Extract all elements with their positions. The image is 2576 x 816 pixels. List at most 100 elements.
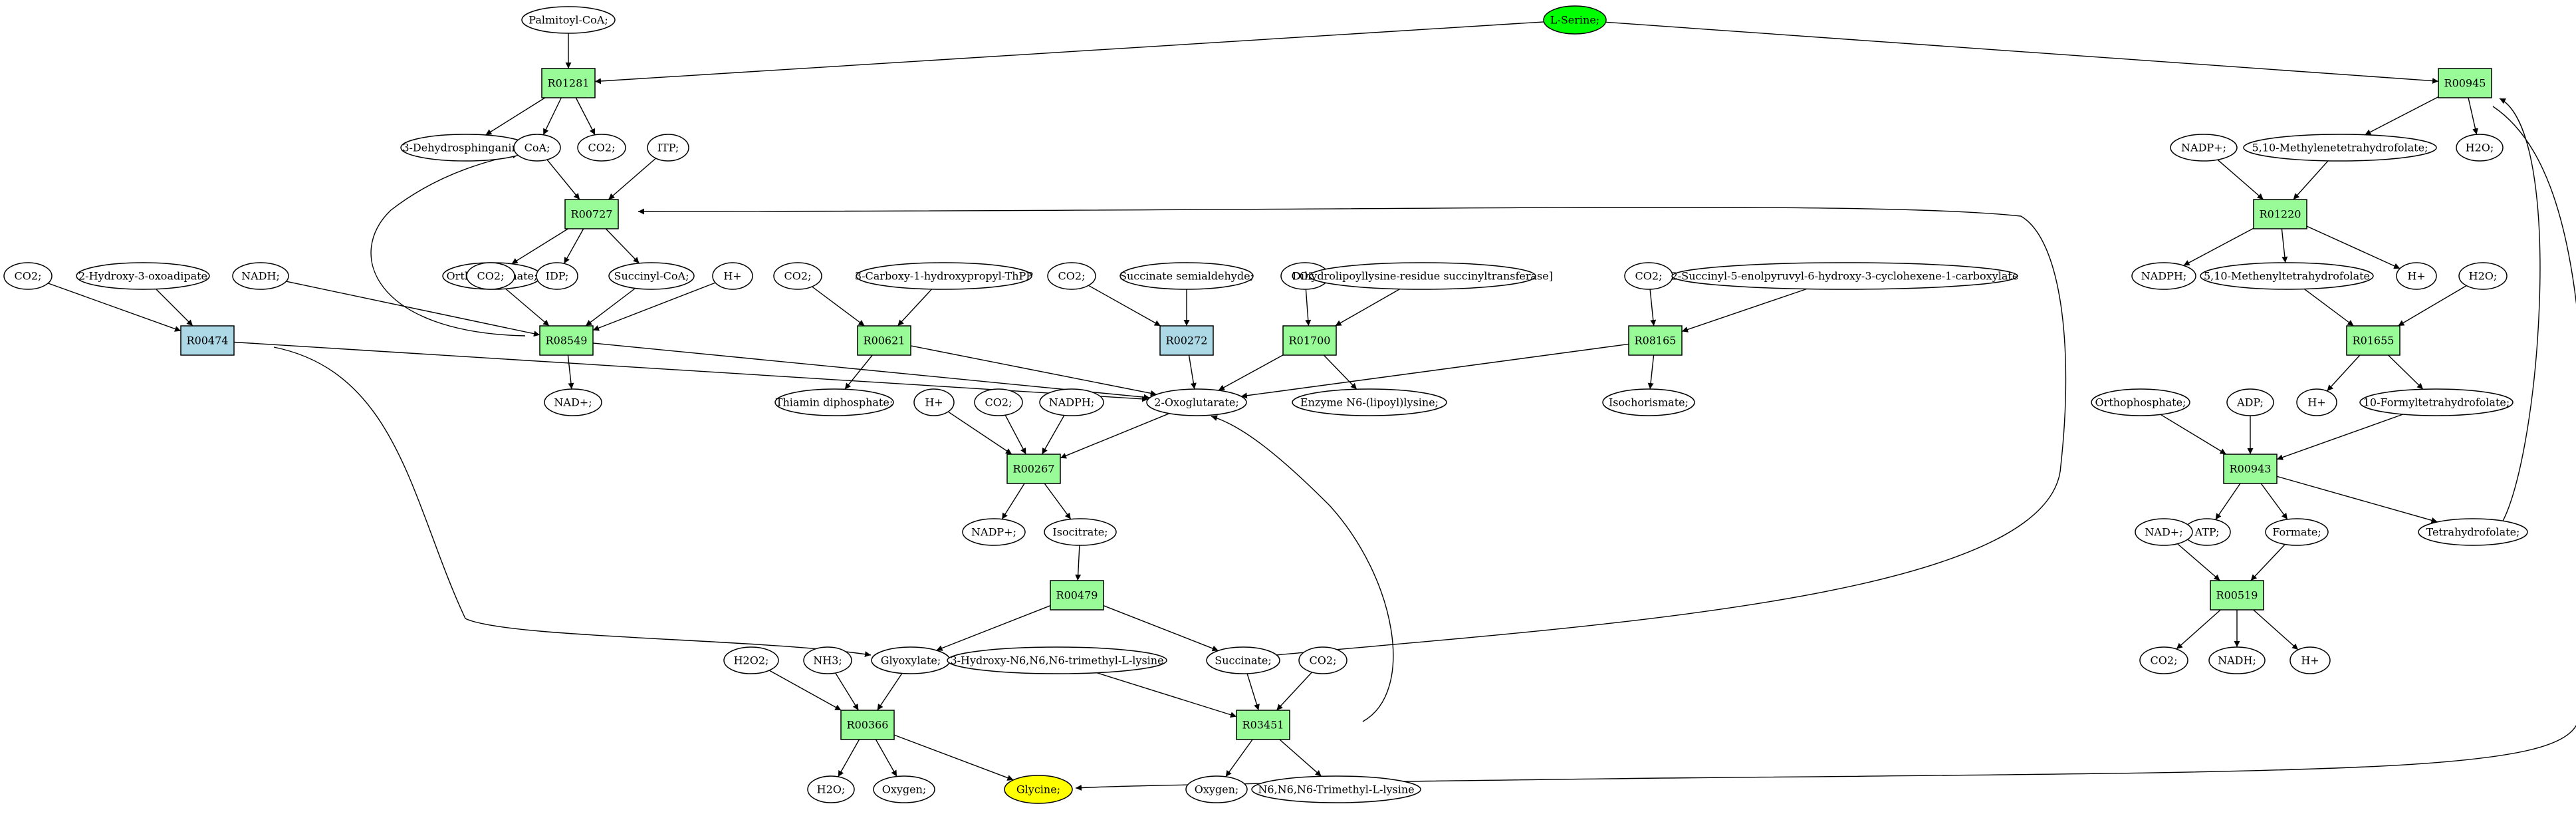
node-palmitoyl[interactable]: Palmitoyl-CoA; xyxy=(521,6,616,34)
edge-R01700-to-enzymeN6 xyxy=(1323,354,1357,390)
node-h-e[interactable]: H+ xyxy=(2289,646,2331,674)
node-label: Thiamin diphosphate; xyxy=(776,396,893,409)
node-R03451[interactable]: R03451 xyxy=(1236,710,1290,740)
node-R00727[interactable]: R00727 xyxy=(564,199,619,229)
node-R00479[interactable]: R00479 xyxy=(1050,580,1104,611)
edge-co2_e-to-R00272 xyxy=(1088,285,1161,327)
node-enzymeN6[interactable]: Enzyme N6-(lipoyl)lysine; xyxy=(1292,388,1447,416)
node-dihydrolipo[interactable]: Dihydrolipoyllysine-residue succinyltran… xyxy=(1292,262,1553,290)
node-oxygen-b[interactable]: Oxygen; xyxy=(1185,775,1248,803)
node-formylthf[interactable]: 10-Formyltetrahydrofolate; xyxy=(2359,388,2514,416)
node-succsemi[interactable]: Succinate semialdehyde; xyxy=(1119,262,1254,290)
node-co2-e[interactable]: CO2; xyxy=(1047,262,1096,290)
node-hydroxytml[interactable]: 3-Hydroxy-N6,N6,N6-trimethyl-L-lysine xyxy=(947,646,1167,674)
node-co2-a[interactable]: CO2; xyxy=(577,134,626,162)
metabolite-ellipse xyxy=(1309,262,1536,290)
metabolite-ellipse xyxy=(1185,775,1248,803)
node-R00519[interactable]: R00519 xyxy=(2210,580,2264,611)
node-h-a[interactable]: H+ xyxy=(712,262,753,290)
node-h-c[interactable]: H+ xyxy=(2396,262,2437,290)
node-succinate[interactable]: Succinate; xyxy=(1206,646,1280,674)
node-label: 5,10-Methylenetetrahydrofolate; xyxy=(2252,142,2428,154)
node-co2-d[interactable]: CO2; xyxy=(773,262,822,290)
node-co2-g[interactable]: CO2; xyxy=(1624,262,1673,290)
node-methenylthf[interactable]: 5,10-Methenyltetrahydrofolate xyxy=(2200,262,2374,290)
node-R00945[interactable]: R00945 xyxy=(2438,68,2492,98)
node-R08549[interactable]: R08549 xyxy=(539,325,594,356)
node-R00474[interactable]: R00474 xyxy=(180,325,235,356)
node-succoa[interactable]: Succinyl-CoA; xyxy=(608,262,695,290)
node-methylenethf[interactable]: 5,10-Methylenetetrahydrofolate; xyxy=(2243,134,2437,162)
node-R00272[interactable]: R00272 xyxy=(1159,325,1214,356)
node-dehydrosph[interactable]: 3-Dehydrosphinganine; xyxy=(400,134,530,162)
edge-R00945-to-methylenethf xyxy=(2365,96,2439,136)
node-co2-c[interactable]: CO2; xyxy=(466,262,515,290)
node-R00943[interactable]: R00943 xyxy=(2223,454,2278,484)
node-h2o-a[interactable]: H2O; xyxy=(807,775,855,803)
node-R00621[interactable]: R00621 xyxy=(857,325,911,356)
node-h-d[interactable]: H+ xyxy=(2296,388,2337,416)
reaction-box xyxy=(541,68,596,98)
node-adp[interactable]: ADP; xyxy=(2226,388,2274,416)
node-co2-i[interactable]: CO2; xyxy=(1298,646,1347,674)
node-nad-b[interactable]: NAD+; xyxy=(2135,518,2193,546)
metabolite-ellipse xyxy=(1047,262,1096,290)
edge-isocitrate-to-R00479 xyxy=(1075,545,1082,581)
node-layer: L-Serine; Palmitoyl-CoA; R01281 3-Dehydrosp… xyxy=(3,5,2528,804)
node-thiamin[interactable]: Thiamin diphosphate; xyxy=(774,388,894,416)
node-R00267[interactable]: R00267 xyxy=(1006,454,1061,484)
node-h-b[interactable]: H+ xyxy=(913,388,955,416)
node-ortho-b[interactable]: Orthophosphate; xyxy=(2091,388,2190,416)
edge-R00943-to-formate xyxy=(2260,483,2288,520)
node-R01220[interactable]: R01220 xyxy=(2253,199,2307,229)
node-R01281[interactable]: R01281 xyxy=(541,68,596,98)
edge-R00272-to-oxoglut xyxy=(1188,354,1197,390)
node-carboxythpp[interactable]: 3-Carboxy-1-hydroxypropyl-ThPP xyxy=(855,262,1033,290)
metabolite-ellipse xyxy=(513,134,561,162)
node-itp[interactable]: ITP; xyxy=(647,134,689,162)
reaction-box xyxy=(1282,325,1337,356)
node-glycine[interactable]: Glycine; xyxy=(1004,775,1073,804)
node-nadp-c[interactable]: NADP+; xyxy=(2170,134,2238,162)
node-nadp-b[interactable]: NADP+; xyxy=(962,518,1026,546)
node-isochorismate[interactable]: Isochorismate; xyxy=(1602,388,1695,416)
node-nadh-b[interactable]: NADH; xyxy=(2208,646,2266,674)
node-coa[interactable]: CoA; xyxy=(513,134,561,162)
node-nadph-a[interactable]: NADPH; xyxy=(1039,388,1104,416)
node-nadh-a[interactable]: NADH; xyxy=(232,262,289,290)
metabolite-ellipse xyxy=(1602,388,1695,416)
node-label: N6,N6,N6-Trimethyl-L-lysine xyxy=(1258,783,1414,796)
node-co2-b[interactable]: CO2; xyxy=(3,262,53,290)
node-h2o-c[interactable]: H2O; xyxy=(2458,262,2508,290)
node-h2o2[interactable]: H2O2; xyxy=(723,646,779,674)
node-isocitrate[interactable]: Isocitrate; xyxy=(1044,518,1117,546)
node-oxoglut[interactable]: 2-Oxoglutarate; xyxy=(1146,388,1247,416)
node-hydroxyoxo[interactable]: 2-Hydroxy-3-oxoadipate xyxy=(76,262,210,290)
node-thf[interactable]: Tetrahydrofolate; xyxy=(2418,518,2528,546)
node-co2-j[interactable]: CO2; xyxy=(2139,646,2188,674)
node-h2o-b[interactable]: H2O; xyxy=(2456,134,2504,162)
node-R01655[interactable]: R01655 xyxy=(2346,325,2400,356)
node-co2-h[interactable]: CO2; xyxy=(974,388,1023,416)
edge-succoa-to-R08549 xyxy=(585,287,636,327)
node-label: CO2; xyxy=(1058,270,1086,283)
edge-co2_b-to-R00474 xyxy=(47,283,181,332)
node-formate[interactable]: Formate; xyxy=(2265,518,2329,546)
node-oxygen-a[interactable]: Oxygen; xyxy=(873,775,935,803)
node-R01700[interactable]: R01700 xyxy=(1282,325,1337,356)
node-idp[interactable]: IDP; xyxy=(536,262,578,290)
node-nadp-a[interactable]: NAD+; xyxy=(544,388,602,416)
node-R00366[interactable]: R00366 xyxy=(840,710,895,740)
edge-R08165-to-oxoglut xyxy=(1240,343,1629,399)
node-nadph-b[interactable]: NADPH; xyxy=(2131,262,2196,290)
node-label: NADPH; xyxy=(2141,270,2187,283)
node-atp[interactable]: ATP; xyxy=(2183,518,2231,546)
node-succinylenol[interactable]: 2-Succinyl-5-enolpyruvyl-6-hydroxy-3-cyc… xyxy=(1671,262,2019,290)
node-R08165[interactable]: R08165 xyxy=(1628,325,1683,356)
node-label: CO2; xyxy=(588,142,616,154)
node-trimethyllys[interactable]: N6,N6,N6-Trimethyl-L-lysine xyxy=(1251,775,1421,803)
node-lserine[interactable]: L-Serine; xyxy=(1543,5,1607,35)
node-glyoxylate[interactable]: Glyoxylate; xyxy=(871,646,951,674)
node-label: R00267 xyxy=(1013,463,1055,476)
node-nh3[interactable]: NH3; xyxy=(803,646,852,674)
